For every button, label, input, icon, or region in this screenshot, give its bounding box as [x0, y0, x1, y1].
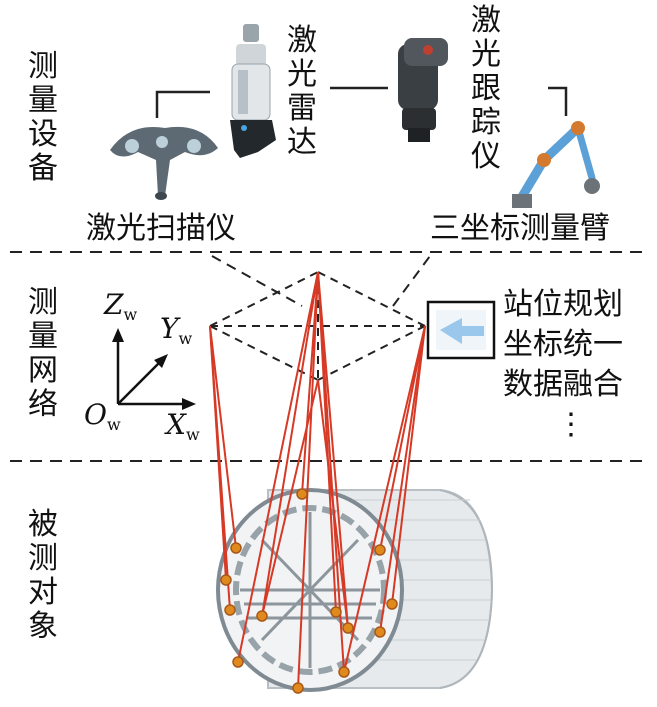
cmm-arm-icon [512, 121, 600, 208]
axis-label-o: Ow [84, 398, 121, 434]
device-label-laser-scanner: 激光扫描仪 [86, 211, 236, 246]
target-points [220, 488, 398, 694]
laser-rays [209, 271, 426, 689]
projection-left [211, 255, 303, 307]
laser-radar-icon [230, 24, 276, 158]
section-label-network: 测量网络 [28, 285, 58, 422]
axis-label-y: Yw [160, 312, 193, 348]
task-coordinate-unification: 坐标统一 [503, 327, 623, 362]
laser-scanner-icon [110, 126, 218, 200]
axis-label-z: Zw [104, 288, 138, 324]
section-label-equipment: 测量设备 [28, 49, 58, 186]
axis-label-x: Xw [166, 408, 200, 444]
projection-right [392, 255, 431, 307]
connector-scanner-radar [155, 90, 210, 118]
task-station-planning: 站位规划 [503, 287, 623, 322]
world-axes [112, 328, 196, 410]
measured-object [216, 488, 494, 692]
data-panel-grid-icon [436, 310, 486, 350]
section-label-object: 被测对象 [28, 507, 58, 644]
device-label-laser-radar: 激光雷达 [287, 23, 317, 160]
connector-tracker-arm [548, 86, 568, 116]
task-ellipsis: ⋮ [556, 407, 586, 442]
device-label-laser-tracker: 激光跟踪仪 [471, 3, 501, 174]
task-data-fusion: 数据融合 [503, 367, 623, 402]
device-label-cmm-arm: 三坐标测量臂 [430, 211, 610, 246]
laser-tracker-icon [398, 38, 448, 142]
